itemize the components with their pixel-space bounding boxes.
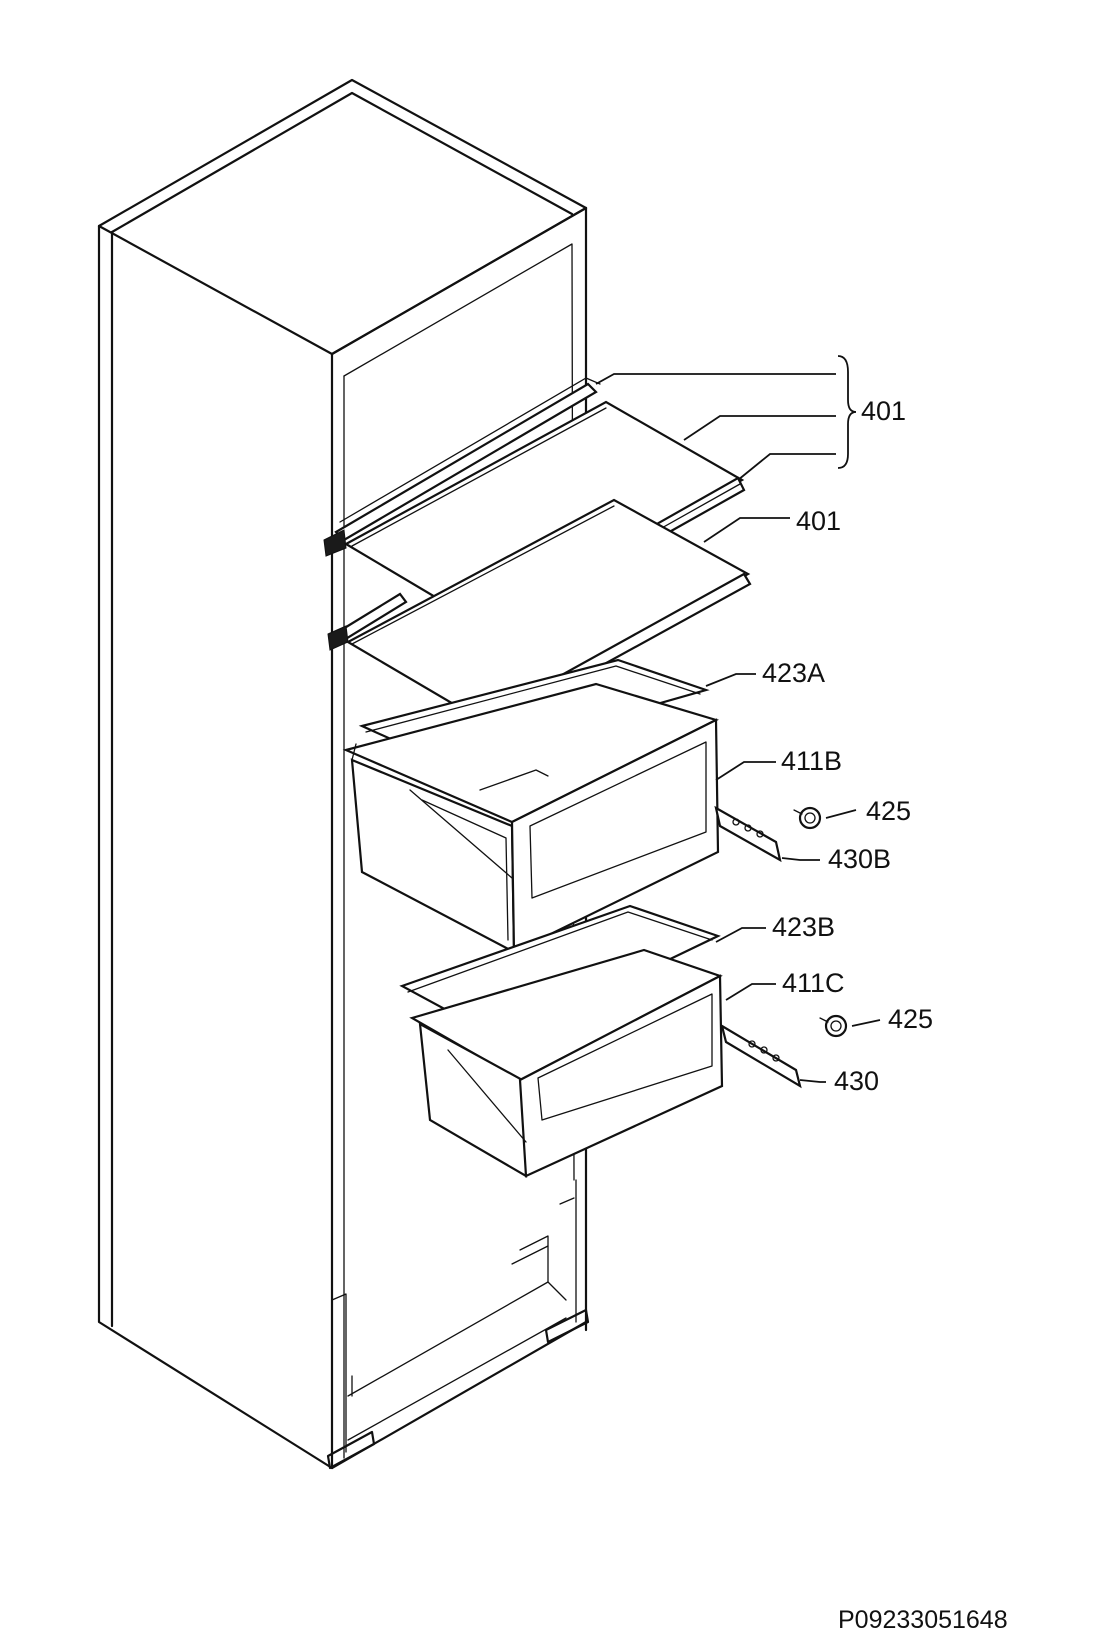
label-430: 430 xyxy=(834,1066,879,1096)
roller-425-lower xyxy=(819,1014,848,1038)
label-411c: 411C xyxy=(782,968,845,998)
label-425-upper: 425 xyxy=(866,796,911,826)
drawing-code: P09233051648 xyxy=(838,1606,1008,1634)
label-423b: 423B xyxy=(772,912,835,942)
roller-425-upper xyxy=(793,806,822,830)
crisper-drawer-c xyxy=(409,948,724,1178)
label-425-lower: 425 xyxy=(888,1004,933,1034)
label-401-group: 401 xyxy=(861,396,906,426)
leader-lines xyxy=(595,355,881,1083)
label-430b: 430B xyxy=(828,844,891,874)
slide-rail-430b xyxy=(714,805,782,863)
label-423a: 423A xyxy=(762,658,825,688)
label-411b: 411B xyxy=(781,746,842,776)
label-401-lower: 401 xyxy=(796,506,841,536)
slide-rail-430 xyxy=(720,1023,802,1089)
